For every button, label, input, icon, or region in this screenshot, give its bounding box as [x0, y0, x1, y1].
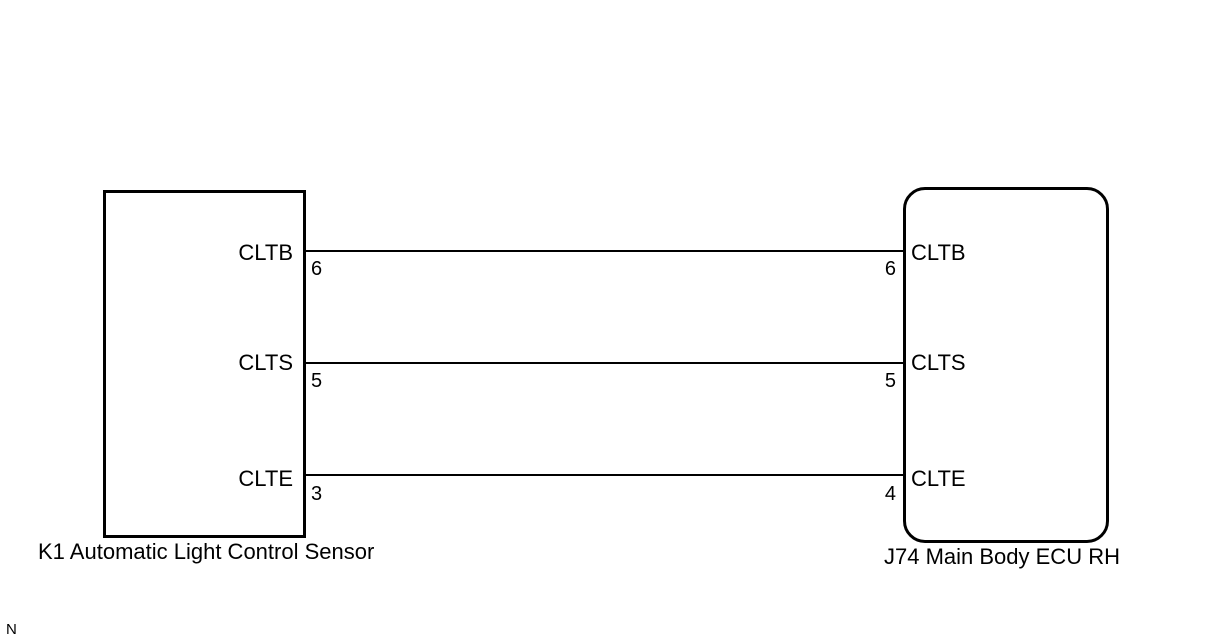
left-pin-clts: 5: [311, 370, 323, 392]
left-signal-clts: CLTS: [238, 350, 293, 375]
corner-mark: N: [6, 621, 17, 638]
right-signal-cltb: CLTB: [911, 240, 966, 265]
j74-ecu-label: J74 Main Body ECU RH: [884, 544, 1120, 569]
right-signal-clte: CLTE: [911, 466, 966, 491]
wire-clts: [303, 362, 904, 364]
left-pin-cltb: 6: [311, 258, 323, 280]
left-signal-cltb: CLTB: [238, 240, 293, 265]
right-pin-cltb: 6: [884, 258, 896, 280]
left-pin-clte: 3: [311, 483, 323, 505]
wire-cltb: [303, 250, 904, 252]
right-pin-clts: 5: [884, 370, 896, 392]
k1-sensor-label: K1 Automatic Light Control Sensor: [38, 539, 375, 564]
k1-sensor-box: [103, 190, 306, 538]
right-signal-clts: CLTS: [911, 350, 966, 375]
left-signal-clte: CLTE: [238, 466, 293, 491]
right-pin-clte: 4: [884, 483, 896, 505]
j74-ecu-box: [903, 187, 1109, 543]
wire-clte: [303, 474, 904, 476]
